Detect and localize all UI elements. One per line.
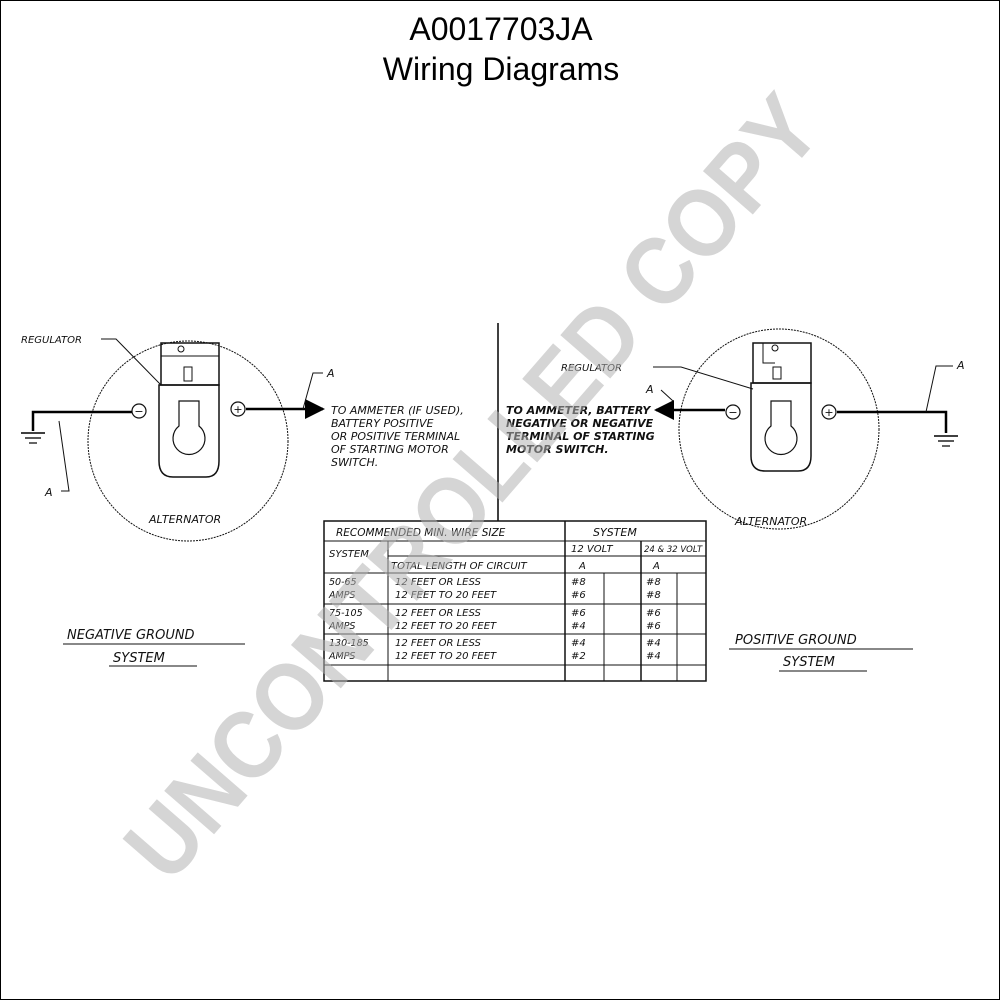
left-note-line-1: TO AMMETER (IF USED), <box>331 404 464 417</box>
left-regulator-label: REGULATOR <box>21 335 82 346</box>
row-24v-1: #6 <box>646 608 661 619</box>
table-border <box>323 520 707 682</box>
right-alternator-rotor-icon <box>764 400 798 456</box>
right-regulator-label: REGULATOR <box>561 363 622 374</box>
table-col-a-12: A <box>578 561 586 572</box>
table-system-header: SYSTEM <box>593 526 637 539</box>
left-alternator-bracket <box>158 384 220 478</box>
left-note-line-3: OR POSITIVE TERMINAL <box>331 430 460 443</box>
row-system: 50-65 <box>329 577 357 588</box>
right-system-label-line-1: POSITIVE GROUND <box>735 633 857 648</box>
right-diagram: − + A A REGULATOR ALTERNATOR TO AMMETER,… <box>506 328 965 672</box>
right-callout-a-left: A <box>645 383 654 396</box>
table-col-12v: 12 VOLT <box>571 544 614 555</box>
header: A0017703JA Wiring Diagrams <box>1 9 999 89</box>
right-callout-a-right: A <box>956 359 965 372</box>
left-positive-sign: + <box>233 403 242 416</box>
right-note-line-4: MOTOR SWITCH. <box>506 443 609 456</box>
right-alternator-outline <box>678 328 880 530</box>
right-positive-terminal-icon <box>821 404 837 420</box>
left-ground-wire <box>31 410 132 431</box>
row-system: 75-105 <box>329 608 363 619</box>
left-callout-a-top: A <box>326 367 335 380</box>
row-12v-2: #2 <box>571 651 586 662</box>
row-amps: AMPS <box>328 651 355 662</box>
left-regulator-body <box>160 342 220 386</box>
left-note-line-2: BATTERY POSITIVE <box>331 417 434 430</box>
row-24v-1: #4 <box>646 638 661 649</box>
row-amps: AMPS <box>328 621 355 632</box>
row-12v-1: #8 <box>571 577 586 588</box>
table-col-24v: 24 & 32 VOLT <box>644 545 703 555</box>
row-12v-1: #6 <box>571 608 586 619</box>
table-col-length: TOTAL LENGTH OF CIRCUIT <box>391 561 528 572</box>
row-length-2: 12 FEET TO 20 FEET <box>395 621 497 632</box>
document-title: Wiring Diagrams <box>382 51 620 87</box>
right-ground-wire <box>837 410 948 433</box>
right-negative-terminal-icon <box>725 404 741 420</box>
right-alternator-bracket <box>750 382 812 472</box>
left-alternator-rotor-icon <box>172 400 206 456</box>
right-note-line-3: TERMINAL OF STARTING <box>506 430 655 443</box>
row-24v-2: #6 <box>646 621 661 632</box>
right-system-label-line-2: SYSTEM <box>783 655 835 670</box>
wire-size-table <box>323 520 707 682</box>
left-connection-note: TO AMMETER (IF USED), BATTERY POSITIVE O… <box>331 404 464 469</box>
table-row: 75-105 AMPS 12 FEET OR LESS 12 FEET TO 2… <box>328 608 661 632</box>
right-negative-sign: − <box>728 406 737 419</box>
right-positive-sign: + <box>824 406 833 419</box>
right-regulator-body <box>752 342 812 384</box>
row-24v-2: #4 <box>646 651 661 662</box>
row-12v-2: #4 <box>571 621 586 632</box>
left-callout-a-bottom: A <box>44 486 53 499</box>
document-id: A0017703JA <box>409 11 593 47</box>
row-length-1: 12 FEET OR LESS <box>395 608 481 619</box>
table-row: 130-185 AMPS 12 FEET OR LESS 12 FEET TO … <box>328 638 661 662</box>
row-12v-2: #6 <box>571 590 586 601</box>
row-length-2: 12 FEET TO 20 FEET <box>395 590 497 601</box>
left-negative-sign: − <box>134 405 143 418</box>
left-alternator-outline <box>87 340 289 542</box>
wire-size-table-text: RECOMMENDED MIN. WIRE SIZE SYSTEM SYSTEM… <box>328 526 703 662</box>
left-diagram: − + A A REGULATOR ALTERNATOR TO AMMETER … <box>21 335 464 667</box>
row-length-2: 12 FEET TO 20 FEET <box>395 651 497 662</box>
left-positive-terminal-icon <box>230 401 246 417</box>
row-length-1: 12 FEET OR LESS <box>395 577 481 588</box>
table-title: RECOMMENDED MIN. WIRE SIZE <box>336 527 506 539</box>
right-note-line-1: TO AMMETER, BATTERY <box>506 404 651 417</box>
row-length-1: 12 FEET OR LESS <box>395 638 481 649</box>
row-amps: AMPS <box>328 590 355 601</box>
table-col-system: SYSTEM <box>329 549 369 560</box>
left-note-line-4: OF STARTING MOTOR <box>331 443 449 456</box>
right-alternator-label: ALTERNATOR <box>734 515 807 528</box>
left-system-label-line-2: SYSTEM <box>113 651 165 666</box>
table-row: 50-65 AMPS 12 FEET OR LESS 12 FEET TO 20… <box>328 577 661 601</box>
row-24v-1: #8 <box>646 577 661 588</box>
left-system-label-line-1: NEGATIVE GROUND <box>67 628 195 643</box>
left-alternator-label: ALTERNATOR <box>148 513 221 526</box>
row-12v-1: #4 <box>571 638 586 649</box>
table-col-a-24: A <box>652 561 660 572</box>
left-note-line-5: SWITCH. <box>331 456 378 469</box>
row-24v-2: #8 <box>646 590 661 601</box>
right-connection-note: TO AMMETER, BATTERY NEGATIVE OR NEGATIVE… <box>506 404 655 456</box>
row-system: 130-185 <box>329 638 369 649</box>
right-note-line-2: NEGATIVE OR NEGATIVE <box>506 417 654 430</box>
